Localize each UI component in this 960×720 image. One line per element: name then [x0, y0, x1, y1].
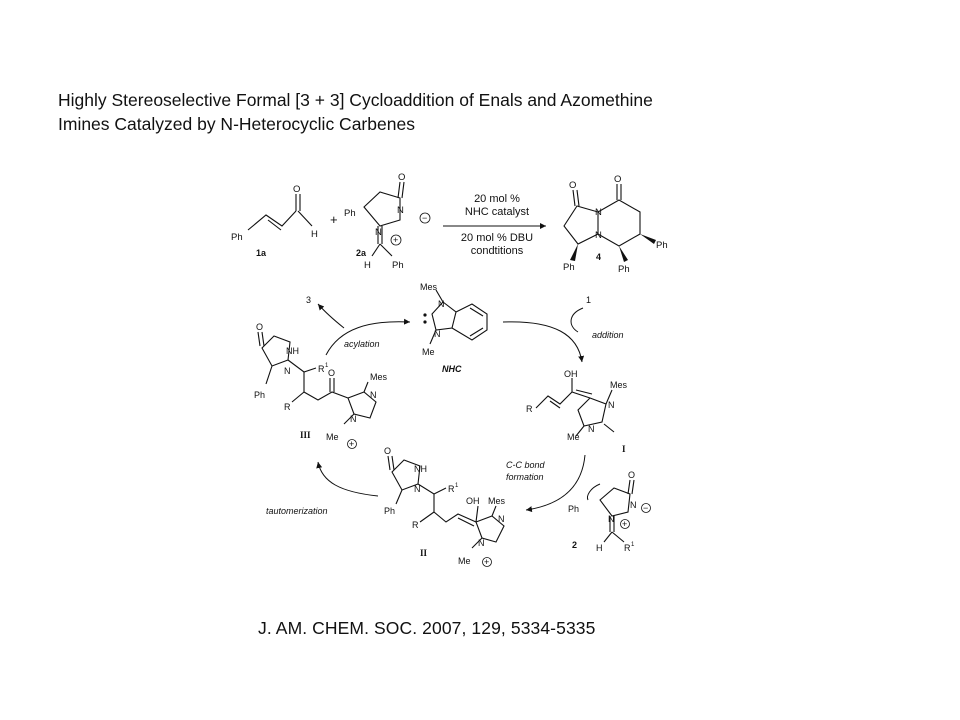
atom-o: O [398, 172, 405, 183]
atom-n: N [588, 424, 595, 434]
atom-o: O [614, 174, 621, 185]
atom-mes: Mes [370, 372, 388, 382]
atom-me: Me [326, 432, 339, 442]
charge-plus: + [622, 519, 627, 529]
atom-h: H [596, 543, 603, 553]
step-formation: formation [506, 472, 544, 482]
atom-n: N [434, 329, 441, 339]
atom-n: N [595, 207, 602, 218]
atom-oh: OH [466, 496, 480, 506]
reaction-arrow: 20 mol % NHC catalyst 20 mol % DBU condt… [443, 193, 546, 257]
atom-me: Me [458, 556, 471, 566]
slide-title: Highly Stereoselective Formal [3 + 3] Cy… [58, 88, 878, 136]
plus-sign: + [330, 212, 338, 227]
atom-ph: Ph [568, 504, 579, 514]
atom-n: N [595, 230, 602, 241]
atom-ph: Ph [384, 506, 395, 516]
label-4: 4 [596, 252, 601, 262]
label-2a: 2a [356, 248, 367, 258]
atom-n: N [438, 299, 445, 309]
citation: J. AM. CHEM. SOC. 2007, 129, 5334-5335 [258, 618, 596, 638]
atom-mes: Mes [610, 380, 628, 390]
atom-r: R [412, 520, 419, 530]
intermediate-III: O NH N Ph R 1 R O Mes N N Me + III [254, 322, 388, 449]
cycle-arrows: 1 addition C-C bond formation tautomeriz… [266, 295, 624, 516]
atom-ph: Ph [618, 264, 630, 275]
atom-n: N [350, 414, 357, 424]
atom-me: Me [567, 432, 580, 442]
atom-n: N [498, 514, 505, 524]
label-II: II [420, 548, 428, 558]
atom-o: O [293, 184, 300, 195]
atom-mes: Mes [488, 496, 506, 506]
atom-r: R [284, 402, 291, 412]
atom-ph: Ph [563, 262, 575, 273]
atom-h: H [364, 260, 371, 271]
atom-r1: R [624, 543, 631, 553]
step-cc-bond: C-C bond [506, 460, 546, 470]
atom-n: N [375, 227, 382, 238]
atom-n: N [630, 500, 637, 510]
condition-4: condtitions [471, 245, 524, 257]
atom-ph: Ph [344, 208, 356, 219]
atom-n: N [284, 366, 291, 376]
arrow-label-3: 3 [306, 295, 311, 305]
intermediate-II: O NH N Ph R 1 R OH Mes N N Me + II [384, 446, 506, 567]
charge-plus: + [393, 235, 398, 245]
atom-n: N [370, 390, 377, 400]
atom-r: R [526, 404, 533, 414]
step-addition: addition [592, 330, 624, 340]
atom-o: O [569, 180, 576, 191]
nhc-catalyst: Mes N N Me NHC [420, 282, 488, 374]
atom-n: N [478, 538, 485, 548]
atom-n: N [608, 400, 615, 410]
atom-ph: Ph [254, 390, 265, 400]
atom-n: N [397, 205, 404, 216]
nhc-label: NHC [442, 364, 462, 374]
atom-nh: NH [414, 464, 427, 474]
atom-r1: R [448, 484, 455, 494]
atom-n: N [414, 484, 421, 494]
superscript-1: 1 [325, 363, 329, 369]
reactant-2a: O N N − + Ph H Ph 2a [344, 172, 431, 271]
atom-ph: Ph [392, 260, 404, 271]
atom-ph: Ph [231, 232, 243, 243]
charge-minus: − [643, 503, 648, 513]
atom-n: N [608, 514, 615, 524]
label-1a: 1a [256, 248, 267, 258]
condition-1: 20 mol % [474, 193, 520, 205]
label-I: I [622, 444, 626, 454]
atom-ph: Ph [656, 240, 668, 251]
superscript-1: 1 [455, 483, 459, 489]
title-line-1: Highly Stereoselective Formal [3 + 3] Cy… [58, 90, 653, 110]
atom-o: O [328, 368, 335, 378]
intermediate-I: OH Mes N N Me R I [526, 369, 628, 454]
reactant-1a: O Ph H 1a [231, 184, 318, 258]
atom-o: O [628, 470, 635, 480]
product-4: O O N N Ph Ph Ph 4 [563, 174, 668, 275]
label-III: III [300, 430, 311, 440]
substrate-2: O N N − + Ph H R 1 2 [568, 470, 651, 553]
charge-minus: − [422, 213, 427, 223]
atom-nh: NH [286, 346, 299, 356]
condition-2: NHC catalyst [465, 206, 529, 218]
superscript-1: 1 [631, 542, 635, 548]
atom-oh: OH [564, 369, 578, 379]
atom-o: O [256, 322, 263, 332]
arrow-label-1: 1 [586, 295, 591, 305]
step-acylation: acylation [344, 339, 380, 349]
step-tautomerization: tautomerization [266, 506, 328, 516]
charge-plus: + [349, 439, 354, 449]
arrow-label-2: 2 [572, 540, 577, 550]
atom-me: Me [422, 347, 435, 357]
atom-o: O [384, 446, 391, 456]
atom-r1: R [318, 364, 325, 374]
atom-h: H [311, 229, 318, 240]
charge-plus: + [484, 557, 489, 567]
condition-3: 20 mol % DBU [461, 232, 533, 244]
atom-mes: Mes [420, 282, 438, 292]
title-line-2: Imines Catalyzed by N-Heterocyclic Carbe… [58, 114, 415, 134]
